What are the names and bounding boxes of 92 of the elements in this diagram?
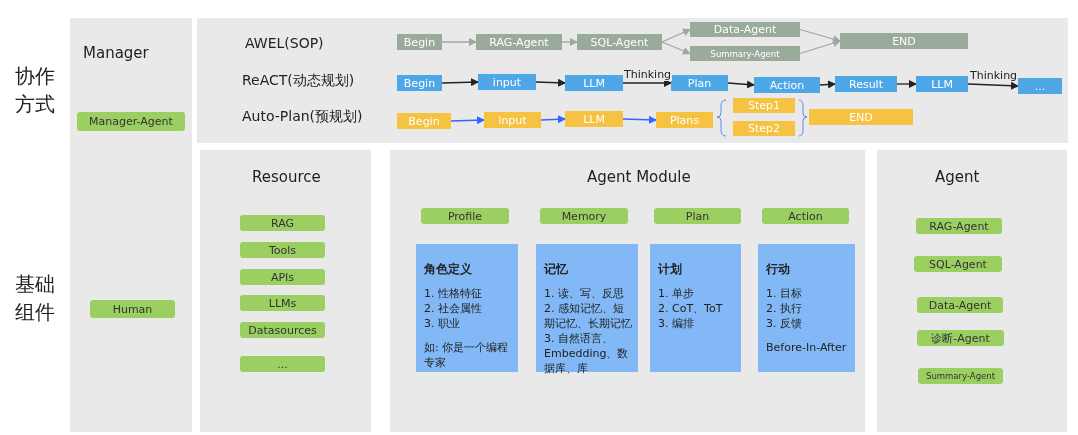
process-box: SQL-Agent: [577, 34, 662, 50]
list-item: 2. 执行: [766, 301, 803, 316]
info-card: [536, 244, 638, 372]
panel: [877, 150, 1067, 432]
list-item: 3. 职业: [424, 316, 461, 331]
edge-label: Thinking: [969, 70, 1019, 82]
card-heading: 行动: [766, 262, 791, 277]
tag-label: Datasources: [240, 322, 325, 338]
panel: [197, 18, 1068, 143]
process-box: END: [809, 109, 913, 125]
tag-label: 诊断-Agent: [917, 330, 1004, 346]
arrow: [441, 38, 477, 46]
panel-title: Resource: [252, 168, 321, 186]
list-item: 2. CoT、ToT: [658, 301, 724, 316]
tag-label: Tools: [240, 242, 325, 258]
tag-label: LLMs: [240, 295, 325, 311]
info-card: [650, 244, 741, 372]
process-box: Step1: [733, 98, 795, 113]
panel: [70, 18, 192, 432]
list-item: 1. 性格特征: [424, 286, 483, 301]
process-box: Begin: [397, 75, 442, 91]
card-heading: 角色定义: [424, 262, 473, 277]
arrow: [896, 80, 917, 88]
process-box: END: [840, 33, 968, 49]
panel-title: Manager: [83, 44, 149, 62]
panel-title: Agent Module: [587, 168, 691, 186]
process-box: LLM: [565, 75, 623, 91]
row-heading: 基础组件: [15, 271, 56, 326]
list-item: 3. 自然语言、Embedding、数据库、库: [544, 331, 630, 376]
tag-label: Manager-Agent: [77, 112, 185, 131]
tag-label: Data-Agent: [917, 297, 1003, 313]
row-label: AWEL(SOP): [245, 35, 324, 51]
process-box: Step2: [733, 121, 795, 136]
arrow: [819, 80, 836, 89]
tag-label: Memory: [540, 208, 628, 224]
arrow: [561, 38, 578, 46]
process-box: RAG-Agent: [476, 34, 562, 50]
card-heading: 记忆: [544, 262, 569, 277]
arrow: [661, 41, 691, 55]
process-box: LLM: [916, 76, 968, 92]
card-heading: 计划: [658, 262, 683, 277]
process-box: Plan: [671, 75, 728, 91]
list-item: 1. 单步: [658, 286, 695, 301]
arrow: [727, 80, 755, 89]
process-box: LLM: [565, 111, 623, 127]
tag-label: ...: [240, 356, 325, 372]
arrow: [622, 79, 672, 87]
row-label: Auto-Plan(预规划): [242, 108, 363, 126]
process-box: Summary-Agent: [690, 46, 800, 61]
edge-label: Thinking: [623, 69, 673, 81]
list-item: 1. 目标: [766, 286, 803, 301]
row-heading: 协作方式: [15, 63, 56, 118]
tag-label: APIs: [240, 269, 325, 285]
info-card: [416, 244, 518, 372]
list-item: 3. 反馈: [766, 316, 803, 331]
tag-label: Action: [762, 208, 849, 224]
tag-label: SQL-Agent: [914, 256, 1002, 272]
list-item: 2. 社会属性: [424, 301, 483, 316]
process-box: Result: [835, 76, 897, 92]
arrow: [441, 78, 479, 87]
tag-label: RAG-Agent: [916, 218, 1002, 234]
panel-title: Agent: [935, 168, 980, 186]
list-item: 3. 编排: [658, 316, 695, 331]
tag-label: Summary-Agent: [918, 368, 1003, 384]
arrow: [661, 28, 691, 43]
panel: [390, 150, 865, 432]
panel: [200, 150, 371, 432]
arrow: [535, 78, 566, 87]
process-box: ...: [1018, 78, 1062, 94]
process-box: Data-Agent: [690, 22, 800, 37]
arrow: [799, 28, 841, 43]
info-card: [758, 244, 855, 372]
arrow: [450, 116, 485, 125]
tag-label: Human: [90, 300, 175, 318]
tag-label: Plan: [654, 208, 741, 224]
list-item: 2. 感知记忆、短期记忆、长期记忆: [544, 301, 632, 331]
arrow: [967, 81, 1019, 90]
tag-label: RAG: [240, 215, 325, 231]
arrow: [622, 115, 657, 124]
note-text: Before-In-After: [766, 340, 848, 355]
process-box: Plans: [656, 112, 713, 128]
row-label: ReACT(动态规划): [242, 72, 355, 90]
process-box: Begin: [397, 34, 442, 50]
process-box: input: [478, 74, 536, 90]
tag-label: Profile: [421, 208, 509, 224]
list-item: 1. 读、写、反思: [544, 286, 625, 301]
arrow: [799, 39, 841, 55]
arrow: [540, 115, 566, 124]
note-text: 如: 你是一个编程专家: [424, 340, 510, 370]
process-box: input: [484, 112, 541, 128]
process-box: Action: [754, 77, 820, 93]
process-box: Begin: [397, 113, 451, 129]
